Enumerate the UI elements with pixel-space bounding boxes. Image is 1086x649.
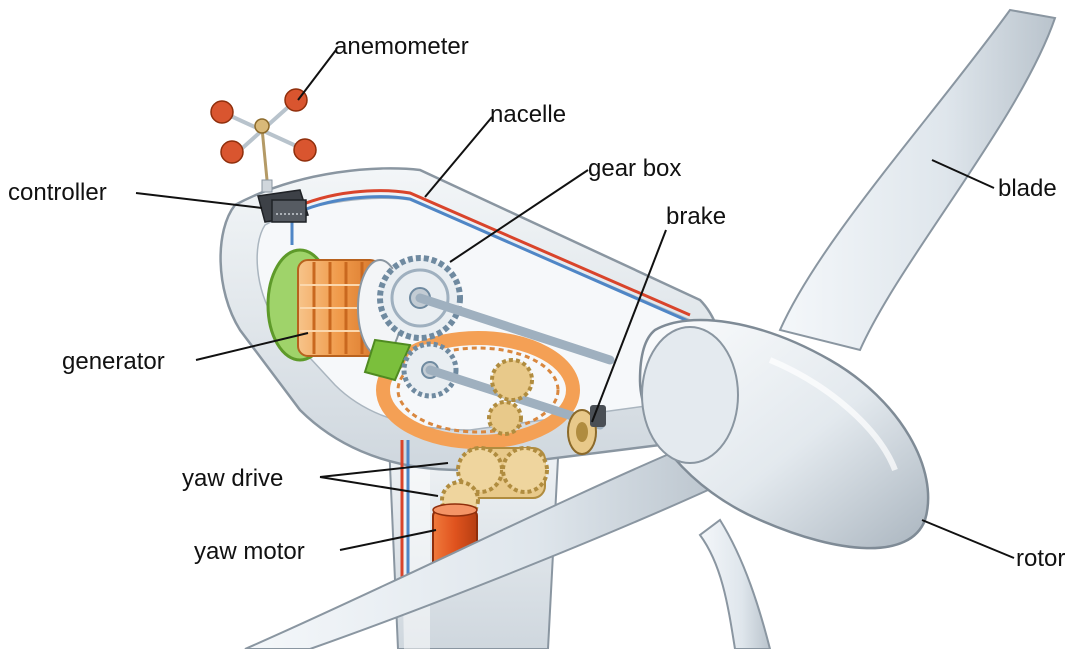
label-yaw-motor: yaw motor: [194, 538, 305, 565]
rotor-hub: [640, 320, 928, 548]
controller-box: [258, 190, 308, 222]
label-blade: blade: [998, 175, 1057, 202]
label-nacelle: nacelle: [490, 101, 566, 128]
label-yaw-drive: yaw drive: [182, 465, 283, 492]
label-anemometer: anemometer: [334, 33, 469, 60]
label-brake: brake: [666, 203, 726, 230]
leader-nacelle: [425, 117, 492, 197]
label-gear-box: gear box: [588, 155, 681, 182]
leader-rotor: [922, 520, 1014, 558]
leader-anemometer: [298, 50, 336, 100]
label-generator: generator: [62, 348, 165, 375]
label-controller: controller: [8, 179, 107, 206]
label-rotor: rotor: [1016, 545, 1065, 572]
anemometer-device: [211, 89, 316, 192]
